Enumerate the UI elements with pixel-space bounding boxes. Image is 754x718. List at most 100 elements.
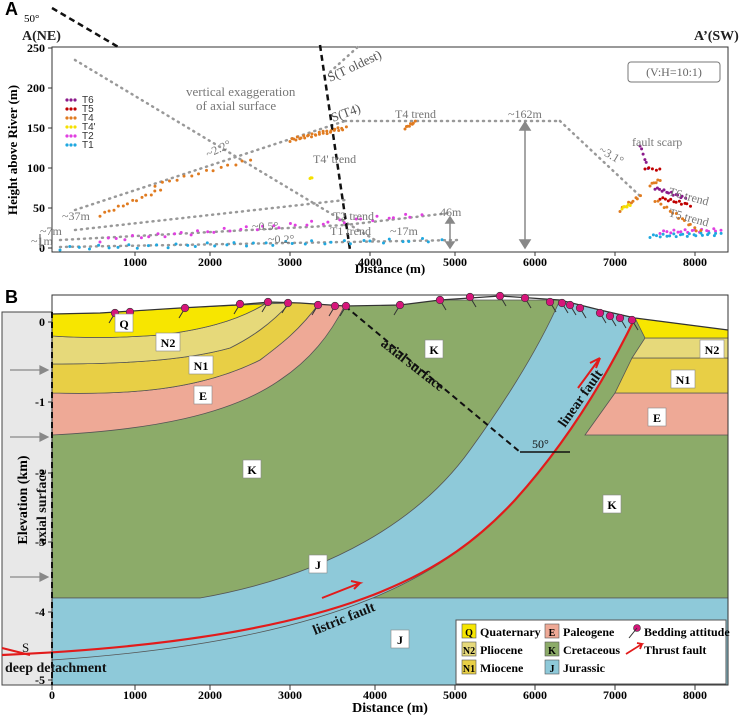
height-arrows	[39, 120, 532, 250]
t2-trend-line-left	[58, 223, 347, 242]
bedding-dot	[330, 301, 340, 311]
terrace-point	[98, 240, 102, 244]
t2-trend-line-right	[343, 211, 452, 227]
unit-label-text: K	[247, 463, 257, 477]
panel-b-label: B	[5, 287, 18, 307]
legend-marker	[69, 143, 73, 147]
terrace-point	[219, 165, 223, 169]
panel-a-ylabel: Height above River (m)	[5, 85, 20, 215]
fault-scarp-text: fault scarp	[632, 135, 682, 149]
terrace-point	[211, 169, 215, 173]
terrace-point	[674, 235, 678, 239]
terrace-point	[658, 187, 661, 191]
a-xtick-label: 8000	[683, 255, 707, 269]
terrace-point	[699, 231, 703, 235]
terrace-point	[654, 181, 658, 185]
b-ytick-label: 0	[39, 315, 45, 329]
a-ytick-label: 200	[27, 81, 45, 95]
legend-code: J	[550, 664, 555, 675]
unit-label-box	[699, 339, 725, 359]
terrace-point	[382, 241, 385, 245]
legend-code: N1	[463, 664, 475, 675]
terrace-point	[354, 217, 358, 221]
terrace-point	[344, 125, 348, 129]
legend-name: Cretaceous	[563, 643, 620, 657]
legend-swatch	[461, 623, 477, 639]
terrace-point	[714, 231, 718, 235]
left-box-arrows	[10, 365, 50, 582]
terrace-point	[153, 189, 157, 193]
bedding-dot	[435, 295, 445, 305]
t4-trend-line-left	[73, 119, 347, 212]
terrace-point	[168, 179, 171, 183]
t4p-trend-text: T4' trend	[313, 152, 356, 166]
terrace-point	[682, 219, 686, 222]
unit-label-text: J	[315, 558, 321, 572]
terrace-point	[676, 193, 680, 197]
legend-bedding-tick	[628, 627, 638, 639]
terrace-point	[107, 246, 111, 250]
terrace-point	[277, 226, 281, 230]
terrace-point	[653, 187, 657, 191]
terrace-point	[139, 236, 143, 240]
h1-text: ~1m	[31, 234, 53, 248]
terrace-point	[658, 197, 662, 201]
terrace-point	[712, 227, 716, 231]
a-ytick-label: 50	[33, 201, 45, 215]
terrace-point	[179, 231, 183, 234]
terrace-point	[694, 234, 698, 238]
terrace-point	[685, 234, 689, 238]
terrace-point	[239, 227, 243, 231]
terrace-point	[302, 134, 306, 138]
terrace-point	[375, 214, 379, 218]
terrace-point	[387, 237, 391, 241]
angle-05-text: ~0.5°	[252, 219, 278, 233]
unit-label-box	[188, 355, 214, 375]
axial-surface-left-text: axial surface	[35, 469, 50, 545]
terrace-point	[656, 178, 660, 182]
terrace-point	[665, 234, 669, 238]
fault-arrows	[321, 357, 601, 599]
legend-marker	[69, 125, 73, 129]
terrace-point	[359, 217, 363, 221]
terrace-point	[294, 138, 298, 142]
terrace-point	[652, 181, 656, 185]
terrace-point	[684, 196, 688, 200]
terrace-point	[411, 121, 415, 125]
angle-31-text: ~3.1°	[597, 142, 627, 167]
b-ytick-label: -4	[35, 605, 45, 619]
terrace-point	[174, 242, 178, 246]
a-ytick-label: 250	[27, 41, 45, 55]
terrace-point	[662, 188, 666, 192]
terrace-point	[676, 230, 680, 234]
bedding-dot	[465, 292, 475, 302]
terrace-point	[618, 210, 622, 213]
legend-swatch	[544, 641, 560, 657]
terrace-point	[107, 209, 111, 213]
exaggeration-box	[627, 61, 721, 83]
unit-label-text: K	[429, 343, 439, 357]
terrace-point	[325, 129, 329, 133]
terrace-point	[719, 228, 723, 232]
h7-text: ~7m	[40, 224, 62, 238]
terrace-point	[326, 220, 330, 224]
terrace-point	[303, 136, 307, 140]
bedding-dot	[595, 308, 605, 318]
angle-50-text: 50°	[532, 437, 549, 451]
terrace-point	[140, 195, 144, 199]
sky-mask	[52, 295, 728, 330]
legend-marker	[69, 116, 73, 120]
topography-line	[51, 295, 729, 331]
terrace-point	[655, 234, 658, 238]
panel-a-xlabel: Distance (m)	[355, 261, 425, 276]
legend-marker	[65, 107, 69, 111]
terrace-point	[668, 234, 672, 238]
s-oldest-text: S(T oldest)	[325, 47, 384, 85]
terrace-point	[679, 230, 683, 234]
thrust-fault-line	[1, 317, 636, 657]
terrace-point	[244, 225, 248, 229]
legend-name: Quaternary	[480, 625, 541, 639]
legend-marker	[73, 143, 77, 147]
legend-label: T4'	[82, 122, 96, 133]
